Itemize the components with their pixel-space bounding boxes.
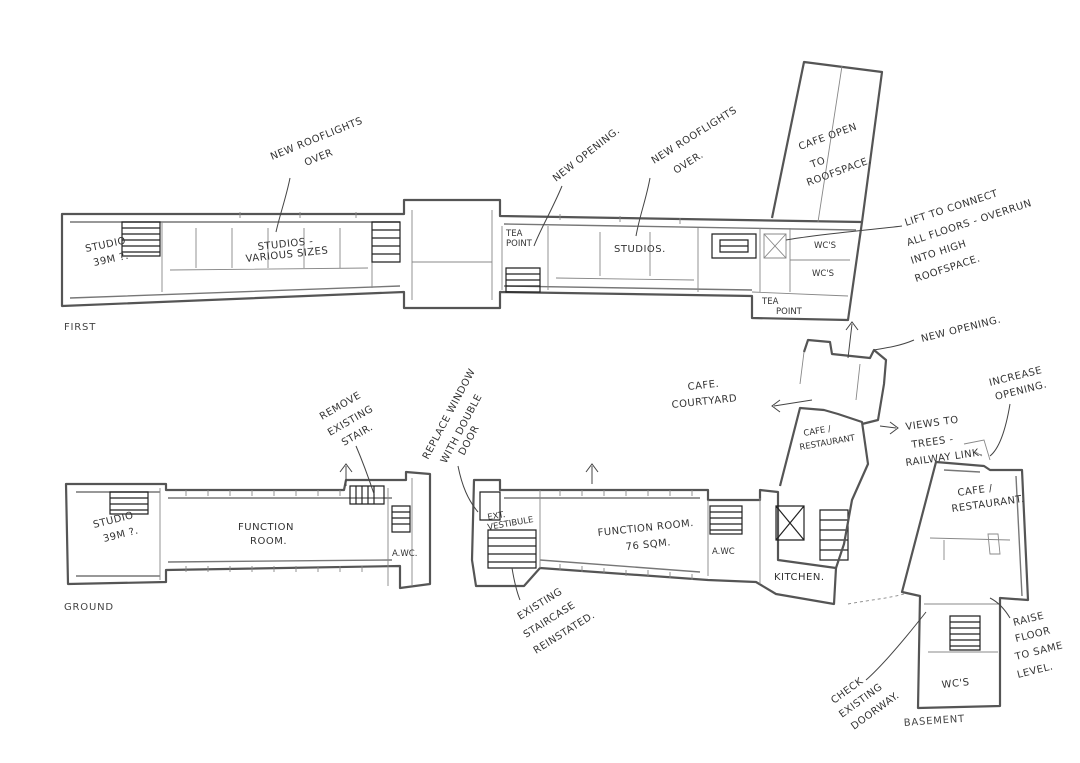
annotation-new-rooflights-2: NEW ROOFLIGHTS OVER.: [635, 105, 739, 237]
first-floor-plan: [60, 60, 884, 322]
svg-text:VIEWS TO: VIEWS TO: [905, 415, 960, 433]
room-cafe-ground-title: CAFE /: [803, 424, 832, 439]
annotation-cafe-open: CAFE OPEN TO ROOFSPACE.: [797, 122, 873, 189]
room-tea-point-title: TEA: [505, 229, 523, 239]
svg-text:NEW OPENING.: NEW OPENING.: [551, 125, 622, 184]
svg-text:LEVEL.: LEVEL.: [1016, 661, 1054, 681]
room-tea-point-2-sub: POINT: [776, 307, 803, 317]
ground-floor-plan: [64, 321, 899, 606]
level-label-first: FIRST: [64, 322, 96, 333]
svg-text:OVER.: OVER.: [672, 150, 706, 177]
level-label-ground: GROUND: [64, 602, 114, 613]
annotation-cafe-courtyard: CAFE. COURTYARD: [671, 379, 738, 411]
room-wcs-first-2: WC'S: [812, 269, 834, 279]
room-studios-right: STUDIOS.: [614, 244, 666, 255]
room-function-2-area: 76 SQM.: [625, 537, 671, 553]
annotation-new-opening-1: NEW OPENING.: [533, 125, 622, 247]
svg-text:TREES -: TREES -: [910, 434, 954, 451]
room-tea-point-sub: POINT: [506, 239, 533, 249]
svg-text:FLOOR: FLOOR: [1014, 625, 1052, 644]
annotation-new-opening-2: NEW OPENING.: [873, 314, 1002, 351]
annotation-raise-floor: RAISE FLOOR TO SAME LEVEL.: [989, 597, 1064, 681]
svg-text:CAFE.: CAFE.: [687, 379, 720, 393]
annotation-increase-opening: INCREASE OPENING.: [988, 365, 1048, 457]
svg-text:RAISE: RAISE: [1012, 611, 1045, 629]
svg-text:TO: TO: [808, 155, 827, 171]
room-vestibule-title: EXT.: [487, 510, 506, 523]
room-function-1-sub: ROOM.: [250, 536, 287, 547]
room-studio-ground-area: 39M ?.: [102, 526, 140, 545]
room-tea-point-2-title: TEA: [761, 297, 779, 307]
level-label-basement: BASEMENT: [903, 714, 965, 729]
svg-text:COURTYARD: COURTYARD: [671, 393, 738, 411]
room-wcs-first-1: WC'S: [814, 241, 836, 251]
annotation-views: VIEWS TO TREES - RAILWAY LINK.: [905, 415, 984, 469]
room-studio-first-area: 39M ?.: [92, 251, 130, 269]
room-cafe-basement-title: CAFE /: [957, 483, 994, 499]
svg-text:OVER: OVER: [303, 147, 335, 168]
room-awc-1: A.WC.: [392, 549, 417, 559]
basement-plan: [900, 439, 1030, 710]
annotation-existing-staircase: EXISTING STAIRCASE REINSTATED.: [511, 567, 597, 657]
svg-text:NEW OPENING.: NEW OPENING.: [920, 314, 1002, 344]
room-awc-2: A.WC: [712, 547, 735, 557]
room-kitchen: KITCHEN.: [774, 572, 825, 583]
annotation-remove-stair: REMOVE EXISTING STAIR.: [318, 390, 375, 495]
svg-text:CAFE OPEN: CAFE OPEN: [797, 122, 858, 153]
annotation-check-doorway: CHECK EXISTING DOORWAY.: [829, 611, 927, 732]
room-function-2-title: FUNCTION ROOM.: [597, 518, 694, 539]
room-function-1-title: FUNCTION: [238, 522, 294, 533]
room-wcs-basement: WC'S: [941, 677, 970, 691]
